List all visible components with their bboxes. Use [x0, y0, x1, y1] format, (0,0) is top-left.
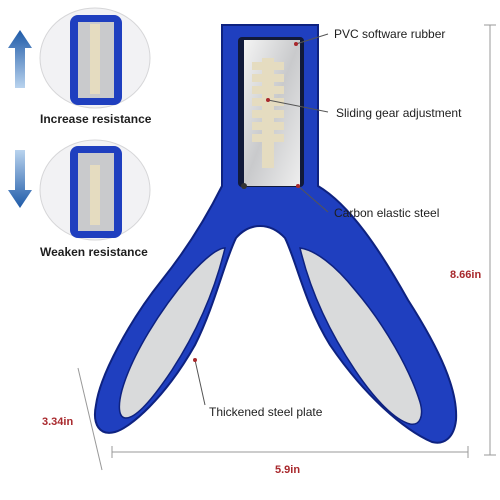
- width-dimension: 5.9in: [275, 464, 301, 476]
- increase-resistance-inset: [39, 7, 151, 109]
- callout-sliding-gear: Sliding gear adjustment: [336, 106, 462, 120]
- weaken-resistance-label: Weaken resistance: [40, 245, 148, 259]
- depth-dimension: 3.34in: [42, 416, 74, 428]
- height-dimension: 8.66in: [450, 269, 482, 281]
- callout-pvc-rubber: PVC software rubber: [334, 27, 446, 41]
- callout-leaders: [194, 33, 329, 406]
- callout-carbon-steel: Carbon elastic steel: [334, 206, 440, 220]
- arrow-down-icon: [8, 150, 32, 208]
- weaken-resistance-inset: [39, 139, 151, 241]
- right-steel-plate: [299, 247, 423, 425]
- callout-steel-plate: Thickened steel plate: [209, 405, 323, 419]
- arrow-up-icon: [8, 30, 32, 88]
- dimension-lines: [77, 24, 496, 471]
- trainer-body: [94, 24, 458, 444]
- left-steel-plate: [118, 247, 226, 419]
- increase-resistance-label: Increase resistance: [40, 112, 152, 126]
- gear-rack: [252, 58, 284, 168]
